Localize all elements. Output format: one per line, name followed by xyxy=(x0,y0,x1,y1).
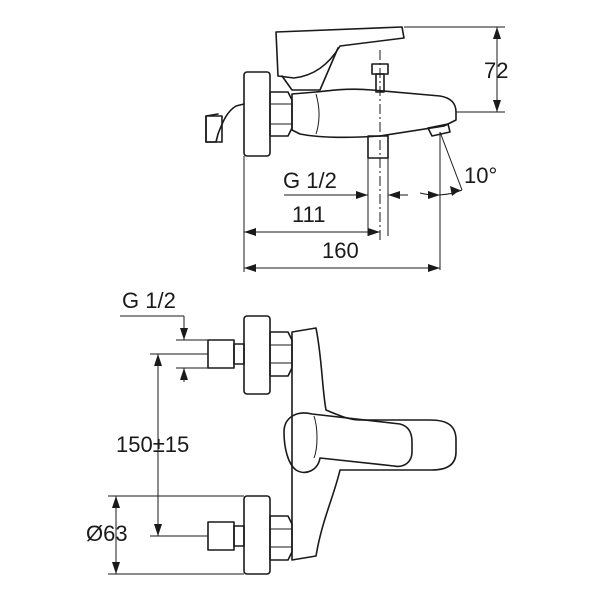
dim-length-160: 160 xyxy=(244,238,440,272)
dim-long-label: 160 xyxy=(322,238,359,263)
front-hex-nut-lower xyxy=(269,515,293,561)
side-handle xyxy=(275,26,405,79)
dim-height-label: 72 xyxy=(484,58,508,83)
dim-height-72: 72 xyxy=(404,26,508,113)
dim-spacing-150: 150±15 xyxy=(116,353,208,537)
front-connector-upper xyxy=(207,339,235,369)
side-down-pipe xyxy=(367,135,389,159)
front-thread-label: G 1/2 xyxy=(122,288,176,313)
side-spout-outlet xyxy=(427,123,451,137)
front-rosette-upper xyxy=(243,315,271,395)
dim-front-thread: G 1/2 xyxy=(120,288,208,382)
side-thread-label: G 1/2 xyxy=(283,168,337,193)
rosette-label: Ø63 xyxy=(86,521,128,546)
side-wall-connector xyxy=(205,103,245,143)
side-rosette xyxy=(243,71,271,157)
dim-short-label: 111 xyxy=(292,202,325,227)
front-handle-knob xyxy=(283,412,413,474)
angle-label: 10° xyxy=(464,163,497,188)
front-rosette-lower xyxy=(243,495,271,575)
front-body xyxy=(291,327,457,561)
front-hex-nut-upper xyxy=(269,331,293,377)
side-hex-nut xyxy=(269,91,293,137)
dim-angle-10: 10° xyxy=(419,131,497,270)
side-view xyxy=(205,26,457,240)
dim-side-thread: G 1/2 xyxy=(283,168,408,199)
spacing-label: 150±15 xyxy=(116,432,189,457)
dim-length-111: 111 xyxy=(243,156,380,272)
dim-rosette-63: Ø63 xyxy=(86,495,244,575)
front-view xyxy=(207,315,457,575)
side-body xyxy=(291,88,457,139)
front-connector-lower xyxy=(207,521,235,551)
